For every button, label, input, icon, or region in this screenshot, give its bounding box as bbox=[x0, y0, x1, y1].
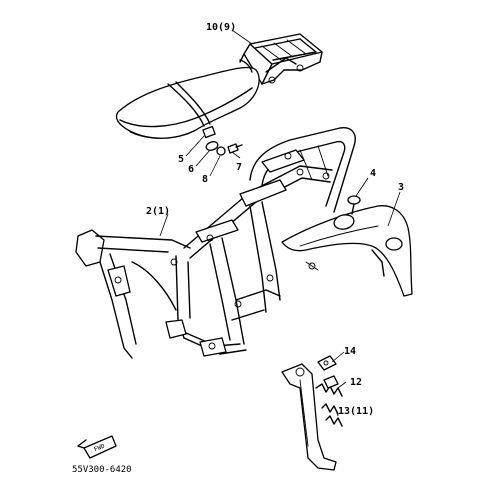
bolt-4 bbox=[347, 195, 361, 215]
seat bbox=[115, 59, 260, 139]
callout-bolt-4: 4 bbox=[370, 168, 376, 179]
callout-5: 5 bbox=[178, 154, 184, 165]
callout-14: 14 bbox=[344, 346, 356, 357]
callout-frame: 2(1) bbox=[146, 206, 170, 217]
callout-side-cover: 3 bbox=[398, 182, 404, 193]
callout-8: 8 bbox=[202, 174, 208, 185]
fwd-label: FWD bbox=[93, 443, 106, 454]
callout-7: 7 bbox=[236, 162, 242, 173]
seat-fasteners bbox=[185, 125, 243, 177]
callout-12: 12 bbox=[350, 377, 362, 388]
callout-6: 6 bbox=[188, 164, 194, 175]
leader-lines bbox=[159, 29, 401, 417]
main-frame bbox=[75, 127, 356, 359]
side-stand-assembly bbox=[281, 355, 343, 471]
side-cover bbox=[281, 205, 413, 297]
callout-rack: 10(9) bbox=[206, 22, 236, 33]
callout-13: 13(11) bbox=[338, 406, 374, 417]
drawing-code: 55V300-6420 bbox=[72, 465, 132, 475]
forward-arrow-icon: FWD bbox=[77, 435, 117, 459]
